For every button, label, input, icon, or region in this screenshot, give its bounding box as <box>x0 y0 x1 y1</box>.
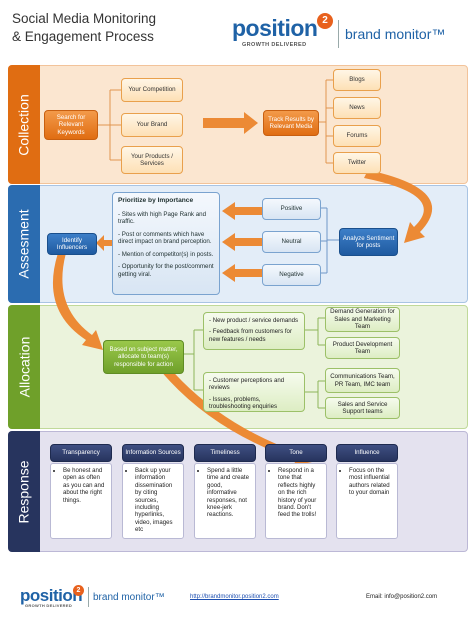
prioritize-title: Prioritize by Importance <box>118 197 194 204</box>
allocation-lower-item: - Customer perceptions and reviews <box>209 377 285 392</box>
collection-to-analysis-arrow <box>364 170 433 243</box>
track-results-box: Track Results by Relevant Media <box>263 110 319 136</box>
collection-connectors <box>98 79 333 164</box>
positive-arrow <box>222 202 262 220</box>
your-brand-box: Your Brand <box>121 113 183 137</box>
team-communications-box: Communications Team, PR Team, IMC team <box>325 368 400 393</box>
negative-arrow <box>222 264 262 282</box>
prioritize-box: Prioritize by Importance - Sites with hi… <box>112 192 220 295</box>
media-news-box: News <box>333 97 381 119</box>
footer-logo-divider <box>88 587 89 607</box>
influencer-arrow <box>96 235 112 251</box>
response-header-timeliness: Timeliness <box>194 444 256 462</box>
logo-superscript-badge: 2 <box>317 13 333 29</box>
prioritize-item: - Opportunity for the post/comment getti… <box>118 263 214 278</box>
team-demand-generation-box: Demand Generation for Sales and Marketin… <box>325 307 400 332</box>
assessment-connectors <box>321 207 339 274</box>
logo-divider <box>338 20 339 48</box>
response-text-timeliness: Spend a little time and create good, inf… <box>194 463 256 539</box>
allocation-label: Allocation <box>8 305 40 429</box>
collection-label: Collection <box>8 65 40 184</box>
assessment-to-allocation-arrow <box>52 253 103 350</box>
media-twitter-box: Twitter <box>333 152 381 174</box>
assessment-label: Assesment <box>8 185 40 303</box>
product-feedback-box: - New product / service demands - Feedba… <box>203 312 305 350</box>
response-text-transparency: Be honest and open as often as you can a… <box>50 463 112 539</box>
sentiment-negative-box: Negative <box>262 264 321 286</box>
footer-logo-wordmark: position <box>20 586 83 605</box>
footer-website-link[interactable]: http://brandmonitor.position2.com <box>190 594 279 600</box>
prioritize-item: - Mention of competitor(s) in posts. <box>118 250 214 258</box>
media-forums-box: Forums <box>333 125 381 147</box>
your-competition-box: Your Competition <box>121 78 183 102</box>
track-arrow <box>203 112 258 134</box>
allocation-upper-item: - Feedback from customers for new featur… <box>209 328 292 343</box>
response-header-tone: Tone <box>265 444 327 462</box>
allocation-lower-item: - Issues, problems, troubleshooting enqu… <box>209 395 278 411</box>
logo-tagline: GROWTH DELIVERED <box>242 42 307 48</box>
response-text-information-sources: Back up your information dissemination b… <box>122 463 184 539</box>
response-header-information-sources: Information Sources <box>122 444 184 462</box>
response-header-influence: Influence <box>336 444 398 462</box>
prioritize-item: - Sites with high Page Rank and traffic. <box>118 210 207 226</box>
footer-brand-name: brand monitor™ <box>93 592 165 603</box>
response-label: Response <box>8 431 40 552</box>
allocation-connectors <box>184 317 325 409</box>
footer-logo-superscript-badge: 2 <box>73 585 84 596</box>
sentiment-positive-box: Positive <box>262 198 321 220</box>
page-title: Social Media Monitoring & Engagement Pro… <box>12 11 157 44</box>
logo-wordmark: position <box>232 15 318 41</box>
response-text-influence: Focus on the most influential authors re… <box>336 463 398 539</box>
footer-logo-tagline: GROWTH DELIVERED <box>25 603 73 608</box>
footer-email: Email: info@position2.com <box>366 594 438 600</box>
allocate-team-box: Based on subject matter, allocate to tea… <box>103 340 184 374</box>
brand-name: brand monitor™ <box>345 26 446 42</box>
identify-influencers-box: Identify Influencers <box>47 233 97 255</box>
team-product-development-box: Product Development Team <box>325 337 400 359</box>
customer-issues-box: - Customer perceptions and reviews - Iss… <box>203 372 305 412</box>
prioritize-item: - Post or comments which have direct imp… <box>118 230 212 246</box>
analyze-sentiment-box: Analyze Sentiment for posts <box>339 228 398 256</box>
neutral-arrow <box>222 233 262 251</box>
search-keywords-box: Search for Relevant Keywords <box>44 110 98 140</box>
sentiment-neutral-box: Neutral <box>262 231 321 253</box>
team-sales-service-box: Sales and Service Support teams <box>325 397 400 419</box>
allocation-upper-item: - New product / service demands <box>209 317 299 324</box>
your-products-box: Your Products / Services <box>121 146 183 174</box>
response-text-tone: Respond in a tone that reflects highly o… <box>265 463 327 539</box>
response-header-transparency: Transparency <box>50 444 112 462</box>
media-blogs-box: Blogs <box>333 69 381 91</box>
